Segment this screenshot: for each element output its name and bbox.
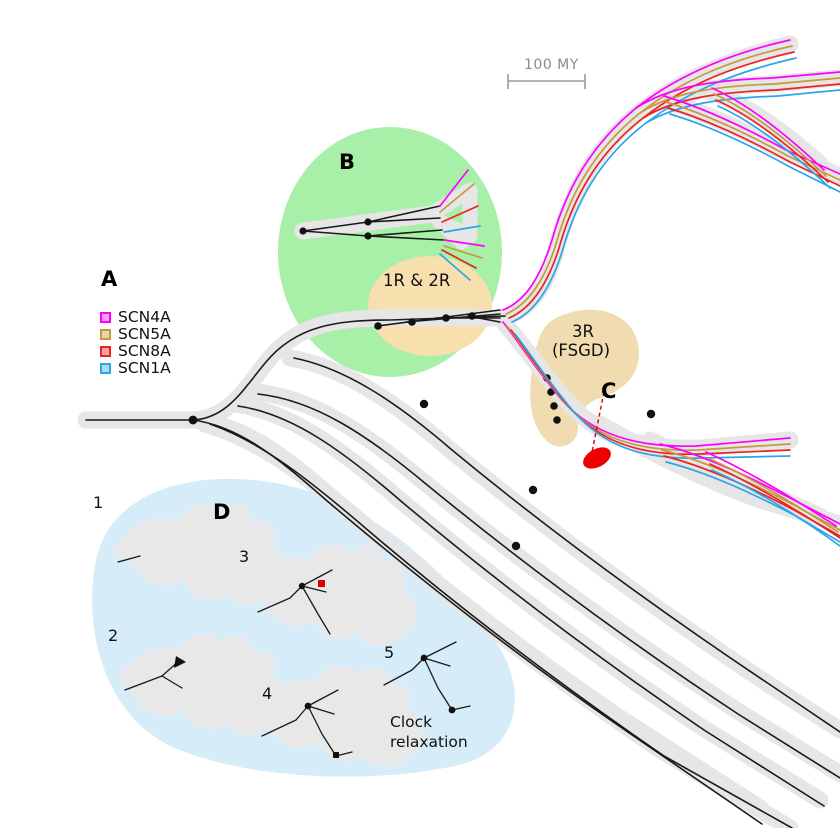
scale-bar <box>507 74 586 89</box>
event-3r-highlight <box>530 309 639 447</box>
event-label-1r-2r: 1R & 2R <box>383 271 451 290</box>
panel-d-item-2-number: 2 <box>108 626 119 645</box>
panel-b-letter: B <box>339 150 356 174</box>
panel-d-item-3-number: 3 <box>239 547 250 566</box>
colored-lineage-bundles <box>439 39 840 547</box>
panel-d-red-marker <box>318 580 325 587</box>
legend-swatch-scn8a <box>100 346 111 357</box>
legend-swatch-scn1a <box>100 363 111 374</box>
event-1r2r-highlight <box>368 256 492 356</box>
legend-swatch-scn5a <box>100 329 111 340</box>
clock-relaxation-line2: relaxation <box>390 733 468 751</box>
legend-label-scn8a: SCN8A <box>118 342 171 360</box>
panel-d-item-1-number: 1 <box>93 493 104 512</box>
panel-d-item-5-number: 5 <box>384 643 395 662</box>
legend-label-scn1a: SCN1A <box>118 359 171 377</box>
panel-d-item-4-number: 4 <box>262 684 273 703</box>
legend-label-scn5a: SCN5A <box>118 325 171 343</box>
panel-d-letter: D <box>213 500 231 524</box>
legend-label-scn4a: SCN4A <box>118 308 171 326</box>
panel-d-glyphs <box>112 504 471 767</box>
panel-a-letter: A <box>101 267 118 291</box>
clock-relaxation-line1: Clock <box>390 713 433 731</box>
panel-c-letter: C <box>601 379 617 403</box>
c-red-marker <box>583 447 611 469</box>
legend-swatch-scn4a <box>100 312 111 323</box>
black-tree-lines <box>85 205 840 828</box>
event-label-3r: 3R <box>572 322 594 341</box>
scale-bar-label: 100 MY <box>524 57 579 73</box>
c-pointer-line <box>591 391 605 453</box>
event-label-3r-fsgd: (FSGD) <box>552 341 611 360</box>
